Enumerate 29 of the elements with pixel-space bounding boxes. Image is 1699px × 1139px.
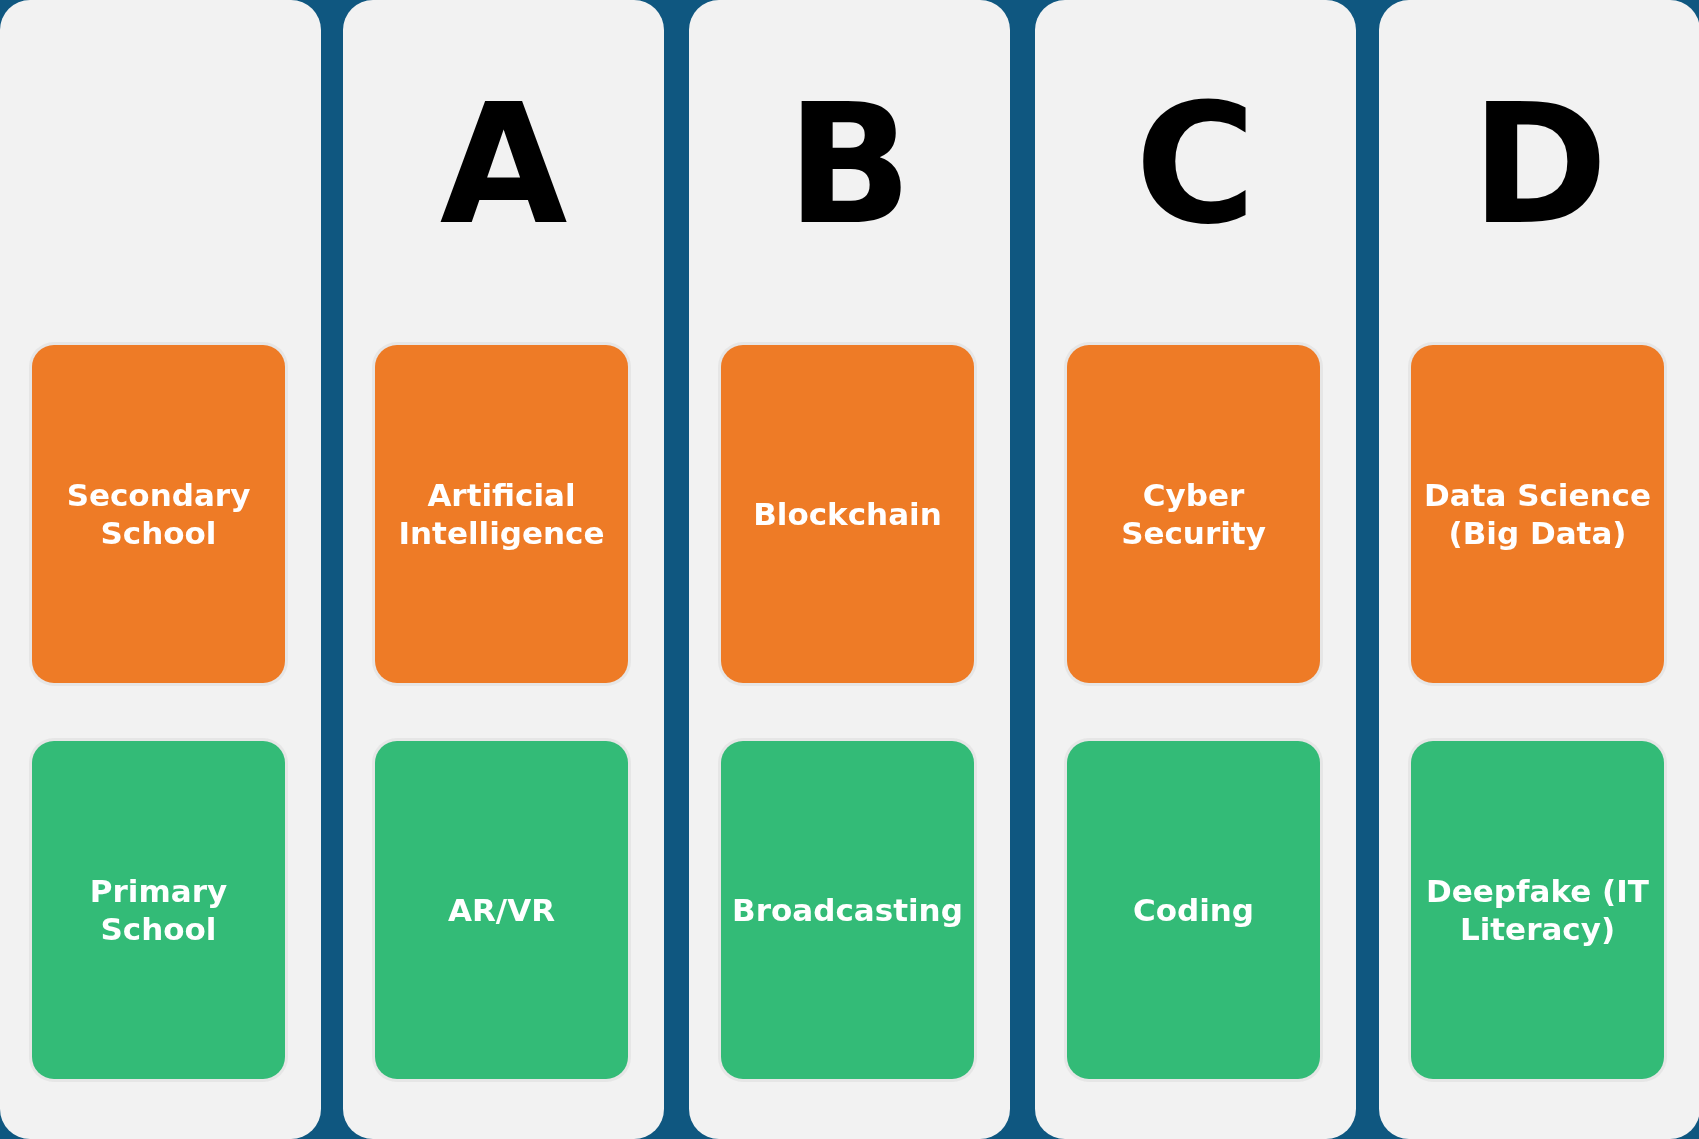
category-box — [32, 741, 285, 1079]
box-label: Data Science (Big Data) — [1423, 476, 1652, 552]
category-box — [721, 345, 974, 683]
category-box — [375, 345, 628, 683]
column-panel — [0, 0, 321, 1139]
box-label: Artificial Intelligence — [397, 476, 606, 552]
category-box — [1067, 345, 1320, 683]
column-panel — [689, 0, 1010, 1139]
category-box — [375, 741, 628, 1079]
column-panel — [1379, 0, 1699, 1139]
box-label: Cyber Security — [1120, 476, 1267, 552]
box-label: Deepfake (IT Literacy) — [1425, 872, 1650, 948]
column-letter: B — [785, 80, 914, 250]
box-label: Blockchain — [752, 495, 943, 533]
category-box — [721, 741, 974, 1079]
box-label: Primary School — [88, 872, 229, 948]
column-letter: C — [1133, 80, 1258, 250]
box-label: Coding — [1131, 891, 1256, 929]
category-box — [1067, 741, 1320, 1079]
column-panel — [1035, 0, 1356, 1139]
category-box — [32, 345, 285, 683]
column-letter: A — [438, 80, 569, 250]
category-box — [1411, 345, 1664, 683]
column-panel — [343, 0, 664, 1139]
box-label: AR/VR — [446, 891, 556, 929]
box-label: Broadcasting — [731, 891, 964, 929]
box-label: Secondary School — [65, 476, 252, 552]
column-letter: D — [1470, 80, 1609, 250]
category-box — [1411, 741, 1664, 1079]
